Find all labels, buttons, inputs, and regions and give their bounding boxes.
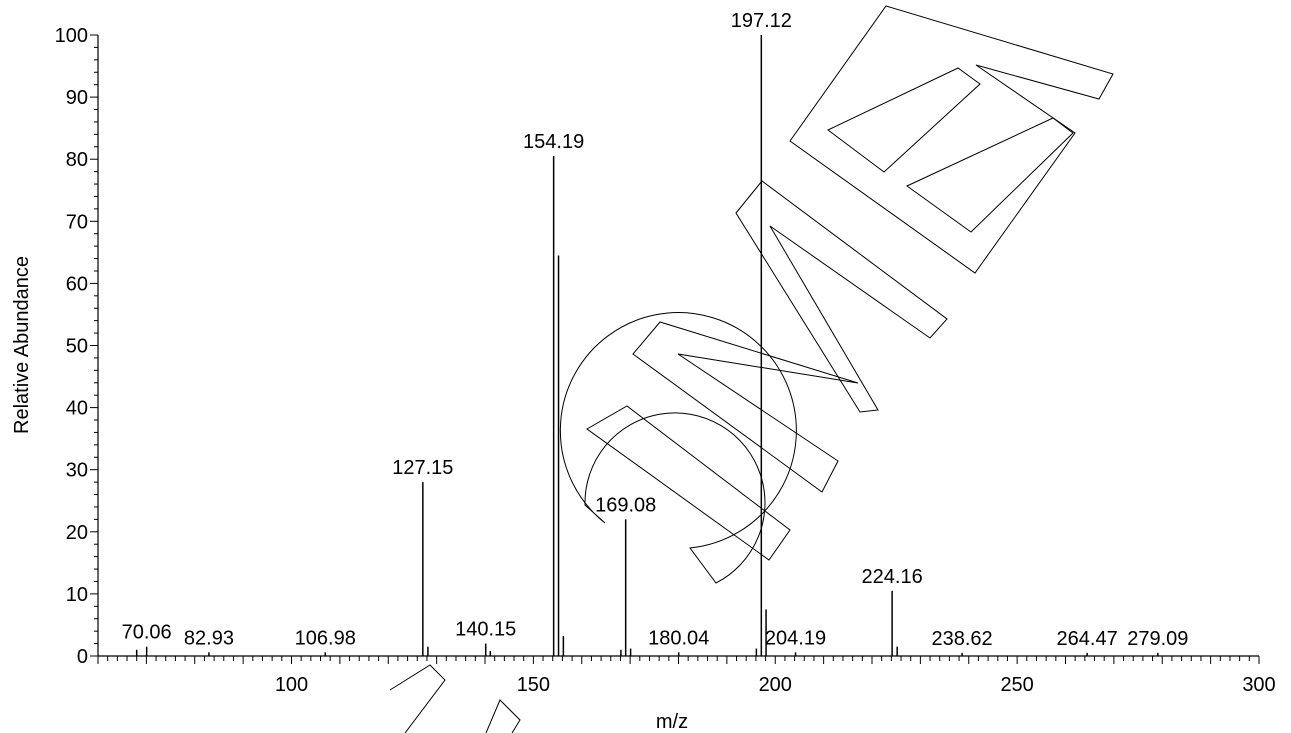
watermark-letter-stroke	[389, 664, 446, 733]
peak-label: 169.08	[595, 494, 656, 516]
peak-label: 82.93	[184, 627, 234, 649]
peaks	[135, 35, 1159, 656]
x-tick-label: 250	[1000, 674, 1033, 696]
peak-label: 238.62	[931, 628, 992, 650]
y-tick-label: 50	[66, 336, 88, 358]
y-tick-label: 30	[66, 460, 88, 482]
axes: 0 10 20 30 40 50 60 70 80 90 100 100 150 200 250 300	[55, 25, 1276, 696]
x-axis-label: m/z	[656, 711, 688, 733]
watermark-letter-i	[586, 405, 791, 561]
peak-label: 264.47	[1057, 628, 1118, 650]
watermark-letter-m	[735, 180, 948, 413]
y-axis-label: Relative Abundance	[11, 256, 33, 434]
watermark-letter-e-inner2	[906, 117, 1074, 233]
watermark-letter-stroke2	[485, 699, 521, 733]
y-tick-label: 80	[66, 149, 88, 171]
x-tick-label: 100	[275, 674, 308, 696]
y-tick-label: 40	[66, 398, 88, 420]
watermark-letter-c	[559, 312, 797, 584]
y-tick-label: 60	[66, 273, 88, 295]
x-tick-label: 300	[1242, 674, 1275, 696]
x-tick-label: 150	[517, 674, 550, 696]
watermark-letter-n-part	[632, 321, 859, 493]
y-tick-label: 90	[66, 87, 88, 109]
peak-label: 197.12	[731, 10, 792, 32]
y-tick-label: 20	[66, 522, 88, 544]
peak-label: 140.15	[455, 619, 516, 641]
y-tick-label: 70	[66, 211, 88, 233]
watermark-logo	[389, 5, 1114, 733]
x-tick-label: 200	[759, 674, 792, 696]
peak-label: 154.19	[523, 131, 584, 153]
peak-label: 224.16	[862, 566, 923, 588]
peak-label: 204.19	[765, 627, 826, 649]
watermark-letter-e-inner	[827, 67, 981, 173]
y-tick-label: 0	[77, 646, 88, 668]
peak-labels: 70.06 82.93 106.98 127.15 140.15 154.19 169.08…	[122, 10, 1189, 650]
peak-label: 127.15	[392, 457, 453, 479]
peak-label: 279.09	[1127, 628, 1188, 650]
watermark-letter-e	[789, 5, 1114, 274]
y-tick-label: 100	[55, 25, 88, 47]
y-tick-label: 10	[66, 584, 88, 606]
peak-label: 70.06	[122, 622, 172, 644]
peak-label: 180.04	[648, 627, 709, 649]
peak-label: 106.98	[295, 627, 356, 649]
